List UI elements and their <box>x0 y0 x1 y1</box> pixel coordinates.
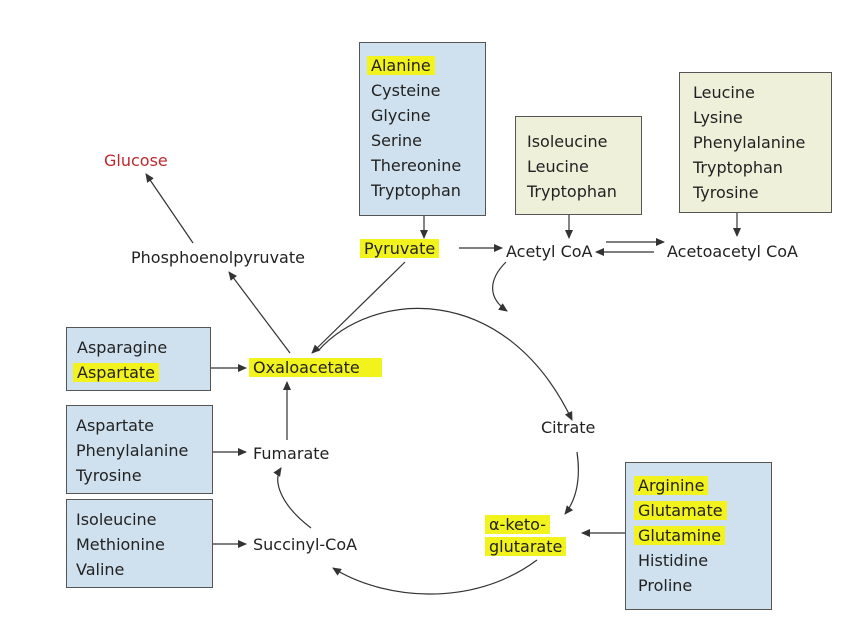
box-ketoglutarate-sources: Arginine Glutamate Glutamine Histidine P… <box>625 462 772 610</box>
amino-acid-valine: Valine <box>76 560 125 579</box>
node-alpha-ketoglutarate-line2: glutarate <box>485 536 567 558</box>
node-phosphoenolpyruvate: Phosphoenolpyruvate <box>131 248 305 267</box>
amino-acid-tryptophan: Tryptophan <box>527 182 617 201</box>
arrow-pep-to-glucose <box>145 173 194 244</box>
box-oxaloacetate-sources: Asparagine Aspartate <box>66 327 211 391</box>
box-succinyl-sources: Isoleucine Methionine Valine <box>66 499 213 588</box>
amino-acid-methionine: Methionine <box>76 535 165 554</box>
arrow-cycle-succinyl-to-fumarate <box>273 467 312 529</box>
arrow-cycle-citrate-to-akg <box>564 451 579 515</box>
amino-acid-asparagine: Asparagine <box>77 338 168 357</box>
node-acetoacetyl-coa: Acetoacetyl CoA <box>667 242 798 261</box>
amino-acid-thereonine: Thereonine <box>371 156 462 175</box>
node-acetyl-coa: Acetyl CoA <box>506 242 593 261</box>
arrow-cycle-oxa-to-citrate <box>317 308 573 421</box>
amino-acid-histidine: Histidine <box>638 551 709 570</box>
amino-acid-glutamine: Glutamine <box>634 523 727 548</box>
node-succinyl-coa: Succinyl-CoA <box>253 535 358 554</box>
amino-acid-proline: Proline <box>638 576 693 595</box>
amino-acid-phenylalanine: Phenylalanine <box>76 441 189 460</box>
amino-acid-arginine: Arginine <box>634 473 727 498</box>
arrow-pyruvate-to-oxaloacetate <box>311 261 406 354</box>
box-acetyl-sources: Isoleucine Leucine Tryptophan <box>515 116 642 215</box>
node-pyruvate: Pyruvate <box>360 239 440 259</box>
amino-acid-glutamate: Glutamate <box>634 498 727 523</box>
node-alpha-ketoglutarate-line1: α-keto- <box>485 514 566 536</box>
amino-acid-isoleucine: Isoleucine <box>527 132 608 151</box>
amino-acid-tryptophan: Tryptophan <box>371 181 461 200</box>
node-oxaloacetate: Oxaloacetate <box>249 358 382 378</box>
box-pyruvate-sources: Alanine Cysteine Glycine Serine Thereoni… <box>359 42 486 216</box>
amino-acid-tryptophan: Tryptophan <box>693 158 783 177</box>
amino-acid-leucine: Leucine <box>527 157 589 176</box>
arrow-acetyl-into-cycle <box>492 261 508 312</box>
amino-acid-lysine: Lysine <box>693 108 743 127</box>
amino-acid-cysteine: Cysteine <box>371 81 441 100</box>
amino-acid-isoleucine: Isoleucine <box>76 510 157 529</box>
arrow-cycle-akg-to-succinyl <box>332 559 538 595</box>
node-glucose: Glucose <box>104 151 168 170</box>
arrow-oxaloacetate-to-pep <box>228 271 291 354</box>
amino-acid-phenylalanine: Phenylalanine <box>693 133 806 152</box>
amino-acid-leucine: Leucine <box>693 83 755 102</box>
box-fumarate-sources: Aspartate Phenylalanine Tyrosine <box>66 405 213 494</box>
amino-acid-aspartate: Aspartate <box>73 360 167 385</box>
node-fumarate: Fumarate <box>253 444 330 463</box>
amino-acid-tyrosine: Tyrosine <box>693 183 759 202</box>
amino-acid-glycine: Glycine <box>371 106 431 125</box>
box-acetoacetyl-sources: Leucine Lysine Phenylalanine Tryptophan … <box>679 72 832 213</box>
node-alpha-ketoglutarate: α-keto- glutarate <box>485 514 567 558</box>
amino-acid-aspartate: Aspartate <box>76 416 155 435</box>
amino-acid-alanine: Alanine <box>367 53 461 78</box>
amino-acid-serine: Serine <box>371 131 423 150</box>
amino-acid-tyrosine: Tyrosine <box>76 466 142 485</box>
node-citrate: Citrate <box>541 418 596 437</box>
